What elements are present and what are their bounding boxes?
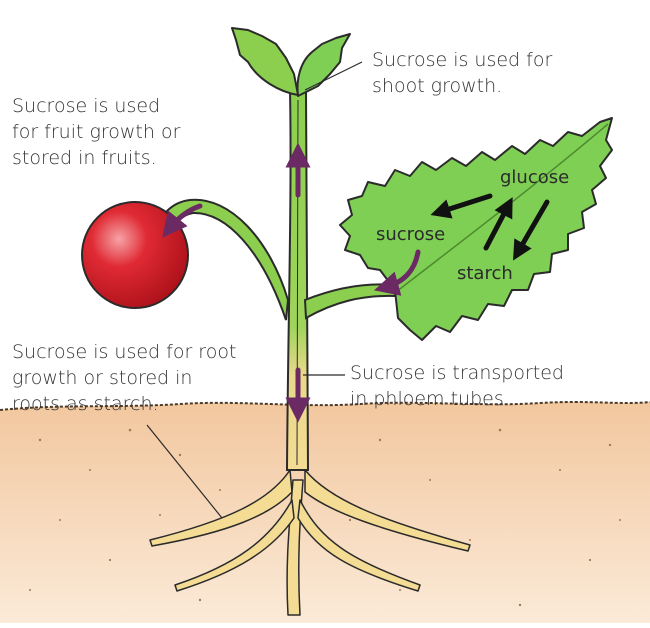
fruit bbox=[82, 202, 188, 308]
fruit-growth-label: Sucrose is used for fruit growth or stor… bbox=[12, 93, 180, 171]
shoot-growth-label: Sucrose is used for shoot growth. bbox=[372, 47, 552, 99]
phloem-transport-label: Sucrose is transported in phloem tubes. bbox=[350, 360, 564, 412]
starch-label: starch bbox=[457, 263, 513, 284]
top-leaf-left bbox=[232, 28, 298, 95]
soil bbox=[0, 402, 650, 623]
top-leaf-right bbox=[298, 34, 350, 96]
glucose-label: glucose bbox=[500, 167, 569, 188]
root-growth-label: Sucrose is used for root growth or store… bbox=[12, 339, 236, 417]
sucrose-label: sucrose bbox=[376, 224, 445, 245]
leaf-stem bbox=[305, 284, 395, 318]
